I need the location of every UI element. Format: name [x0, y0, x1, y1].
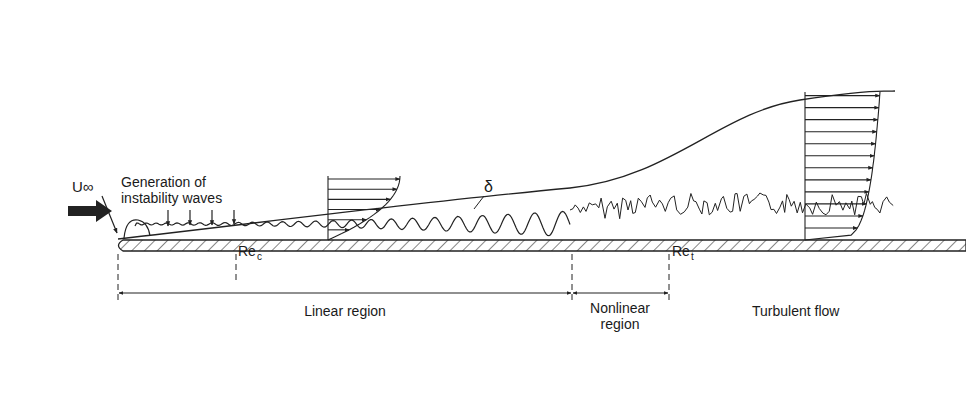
velocity-arrow: [805, 119, 878, 120]
velocity-arrow: [805, 215, 863, 216]
nonlinear-region-span: [573, 292, 668, 293]
delta-leader: [474, 196, 484, 209]
velocity-arrow: [328, 178, 400, 179]
velocity-arrow: [328, 199, 390, 200]
critical-reynolds-label: Re: [238, 243, 256, 259]
region-label: Nonlinear region: [580, 300, 660, 332]
profile-curve: [328, 176, 400, 240]
freestream-velocity-label: U∞: [72, 178, 94, 195]
velocity-arrow: [805, 191, 869, 192]
transition-subscript: t: [691, 251, 694, 263]
velocity-arrow: [805, 131, 877, 132]
velocity-arrow: [328, 209, 380, 210]
region-label: Linear region: [304, 303, 386, 319]
velocity-arrow: [805, 95, 880, 96]
critical-subscript: c: [257, 251, 262, 263]
station-lines: [118, 254, 669, 300]
velocity-arrow: [805, 203, 866, 204]
velocity-arrow: [805, 227, 857, 228]
velocity-arrow: [328, 189, 397, 190]
velocity-arrow: [805, 179, 871, 180]
boundary-layer-edge: [118, 91, 895, 239]
instability-waves: [135, 212, 570, 236]
velocity-arrow: [805, 143, 876, 144]
velocity-arrow: [328, 229, 349, 230]
transition-reynolds-label: Re: [672, 243, 690, 259]
boundary-layer-thickness-label: δ: [484, 178, 493, 196]
velocity-arrow: [327, 176, 328, 240]
profile-curve: [805, 92, 880, 240]
region-label: Turbulent flow: [752, 303, 839, 319]
velocity-arrow: [805, 107, 879, 108]
velocity-arrow: [805, 167, 873, 168]
velocity-arrow: [805, 155, 874, 156]
generation-label: Generation of instability waves: [121, 174, 249, 206]
leading-edge-arrow: [102, 196, 117, 233]
velocity-arrow: [328, 219, 366, 220]
turbulent-signal: [570, 193, 893, 219]
velocity-arrow: [804, 92, 805, 240]
linear-region-span: [119, 292, 571, 293]
laminar-velocity-profile: [328, 176, 400, 240]
turbulent-velocity-profile: [805, 92, 880, 240]
